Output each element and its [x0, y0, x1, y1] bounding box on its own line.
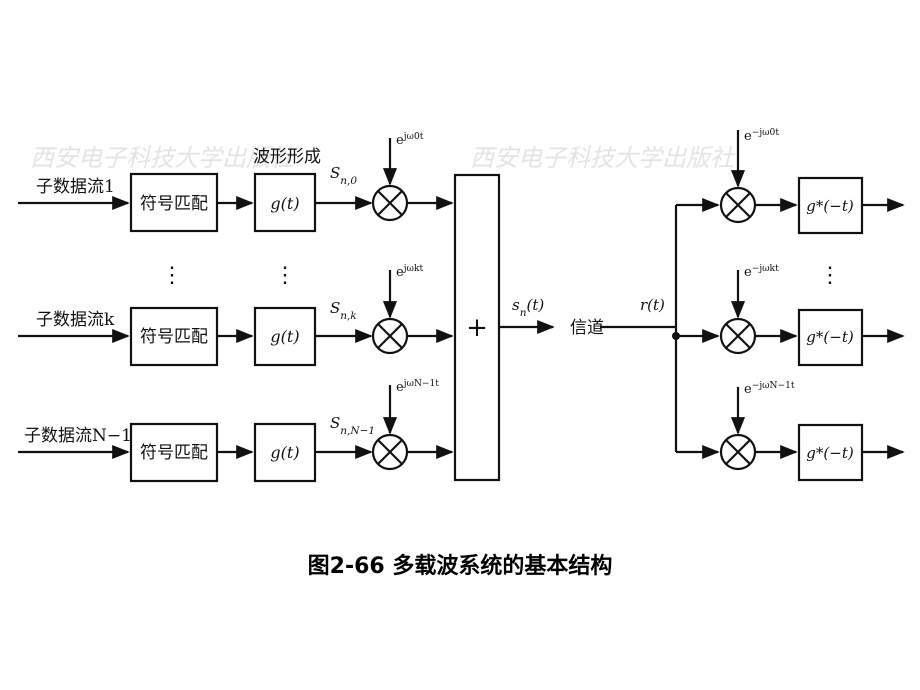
rx-filter-label-n: g*(−t) [806, 444, 854, 462]
matcher-label-1: 符号匹配 [140, 194, 208, 214]
rx-carrier-label-n: e−jωN−1t [744, 381, 795, 397]
carrier-label-n: ejωN−1t [396, 379, 439, 395]
figure-caption: 图2-66 多载波系统的基本结构 [307, 554, 613, 579]
dots-matcher: ⋮ [161, 263, 183, 288]
receiver-input-label: r(t) [640, 296, 665, 314]
matcher-label-k: 符号匹配 [140, 327, 208, 347]
carrier-label-k: ejωkt [396, 264, 423, 280]
filter-label-n: g(t) [270, 443, 299, 462]
symbol-label-0: Sn,0 [330, 164, 357, 187]
watermark-right: 西安电子科技大学出版社 [470, 144, 736, 172]
junction-dot [672, 332, 680, 340]
dots-filter: ⋮ [274, 263, 296, 288]
adder-label: + [466, 313, 488, 343]
rx-carrier-label-k: e−jωkt [744, 264, 779, 280]
matcher-label-n: 符号匹配 [140, 443, 208, 463]
watermark-left: 西安电子科技大学出版社 [30, 144, 296, 172]
rx-carrier-label-0: e−jω0t [744, 128, 779, 144]
stream-label-n: 子数据流N−1 [24, 426, 132, 446]
symbol-label-k: Sn,k [330, 299, 357, 322]
adder-output-label: sn(t) [512, 296, 544, 319]
stream-label-1: 子数据流1 [36, 177, 115, 197]
rx-filter-box-k [797, 308, 864, 367]
symbol-label-n: Sn,N−1 [330, 414, 375, 437]
filter-label-1: g(t) [270, 194, 299, 213]
channel-label: 信道 [570, 318, 604, 338]
rx-filter-label-1: g*(−t) [806, 197, 854, 215]
filter-label-k: g(t) [270, 327, 299, 346]
shaping-header: 波形形成 [253, 147, 321, 167]
stream-label-k: 子数据流k [36, 310, 115, 330]
carrier-label-0: ejω0t [396, 132, 424, 148]
dots-rx-filter: ⋮ [819, 263, 841, 288]
rx-filter-label-k: g*(−t) [806, 328, 854, 346]
